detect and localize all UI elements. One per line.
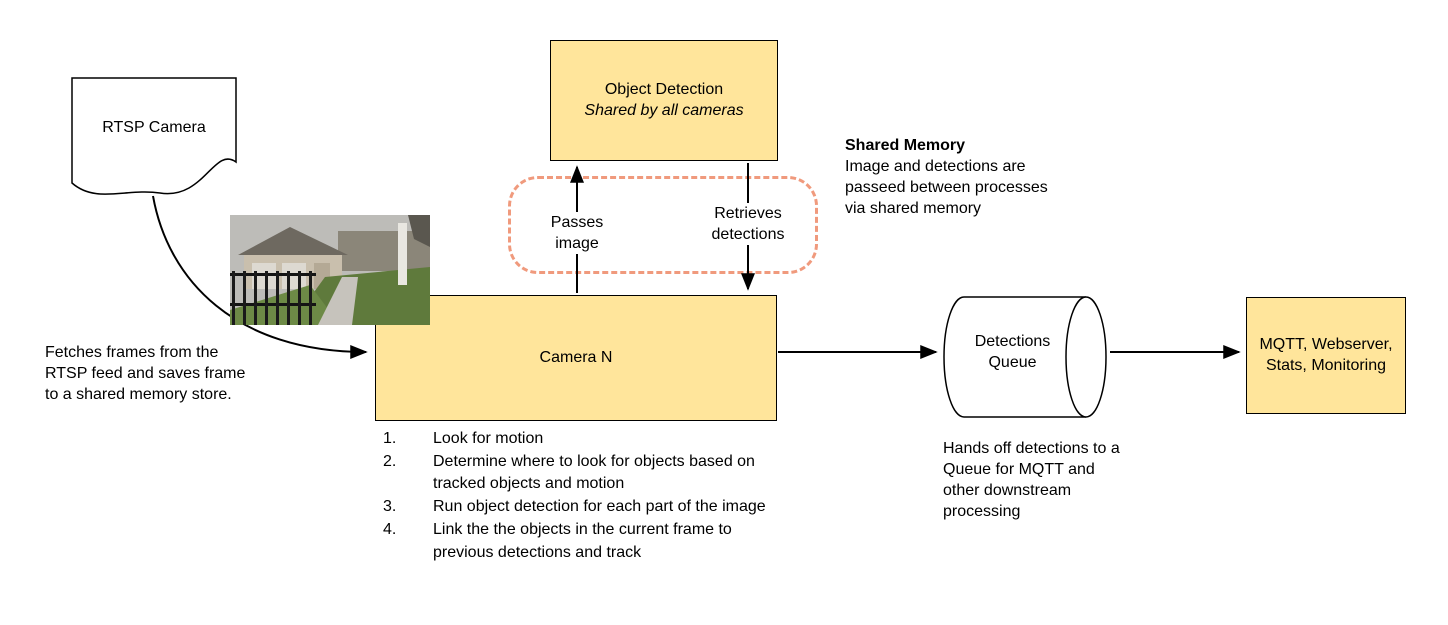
retrieves-detections-label: Retrieves detections bbox=[704, 203, 792, 246]
rtsp-camera-label: RTSP Camera bbox=[102, 119, 206, 136]
shared-memory-region bbox=[508, 176, 818, 274]
camera-n-label: Camera N bbox=[539, 348, 613, 366]
shared-memory-body: Image and detections are passeed between… bbox=[845, 158, 1048, 218]
fetch-frames-note: Fetches frames from the RTSP feed and sa… bbox=[45, 344, 246, 404]
object-detection-node: Object Detection Shared by all cameras bbox=[550, 40, 778, 161]
handoff-note: Hands off detections to a Queue for MQTT… bbox=[943, 440, 1120, 521]
shared-memory-annotation: Shared Memory Image and detections are p… bbox=[845, 135, 1060, 219]
camera-steps-list: Look for motion Determine where to look … bbox=[383, 428, 793, 564]
object-detection-title: Object Detection bbox=[604, 80, 724, 98]
mqtt-node: MQTT, Webserver, Stats, Monitoring bbox=[1246, 297, 1406, 414]
mqtt-label: MQTT, Webserver, Stats, Monitoring bbox=[1259, 335, 1393, 374]
object-detection-subtitle: Shared by all cameras bbox=[584, 101, 744, 119]
camera-snapshot-image bbox=[230, 215, 430, 325]
detections-queue-label: Detections Queue bbox=[974, 333, 1051, 371]
passes-image-label: Passes image bbox=[537, 212, 617, 255]
camera-n-node: Camera N bbox=[375, 295, 777, 421]
camera-step: Link the the objects in the current fram… bbox=[433, 520, 732, 561]
camera-step: Look for motion bbox=[433, 430, 544, 447]
camera-step: Determine where to look for objects base… bbox=[433, 452, 755, 493]
shared-memory-title: Shared Memory bbox=[845, 137, 966, 154]
camera-step: Run object detection for each part of th… bbox=[433, 498, 766, 516]
